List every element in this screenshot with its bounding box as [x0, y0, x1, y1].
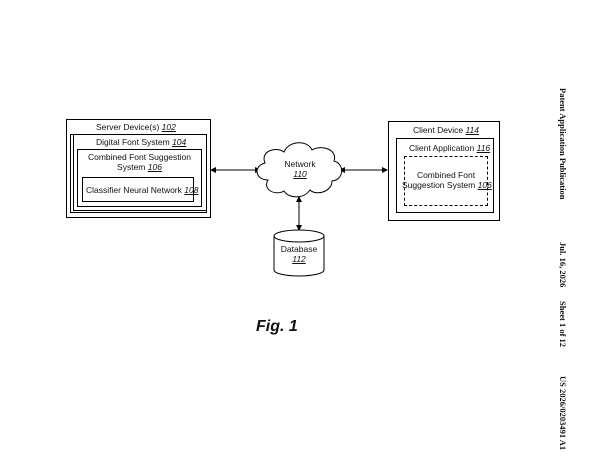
figure-label: Fig. 1 — [256, 318, 298, 336]
patent-number: US 2026/0203491 A1 — [558, 376, 568, 450]
publication-date: Jul. 16, 2026 — [558, 242, 568, 287]
server-device-label: Server Device(s) 102 — [96, 122, 176, 132]
digital-font-system-label: Digital Font System 104 — [96, 137, 186, 147]
client-combined-font-suggestion-label: Combined Font Suggestion System 106 — [402, 170, 490, 190]
client-device-label: Client Device 114 — [413, 125, 479, 135]
combined-font-suggestion-label: Combined Font Suggestion System 106 — [77, 152, 202, 172]
database-label: Database 112 — [274, 244, 324, 264]
sheet-number: Sheet 1 of 12 — [558, 301, 568, 347]
patent-header: Patent Application Publication Jul. 16, … — [558, 88, 568, 450]
classifier-neural-network-label: Classifier Neural Network 108 — [86, 185, 198, 195]
publication-title: Patent Application Publication — [558, 88, 568, 199]
network-label: Network 110 — [275, 159, 325, 179]
client-application-label: Client Application 116 — [409, 143, 490, 153]
